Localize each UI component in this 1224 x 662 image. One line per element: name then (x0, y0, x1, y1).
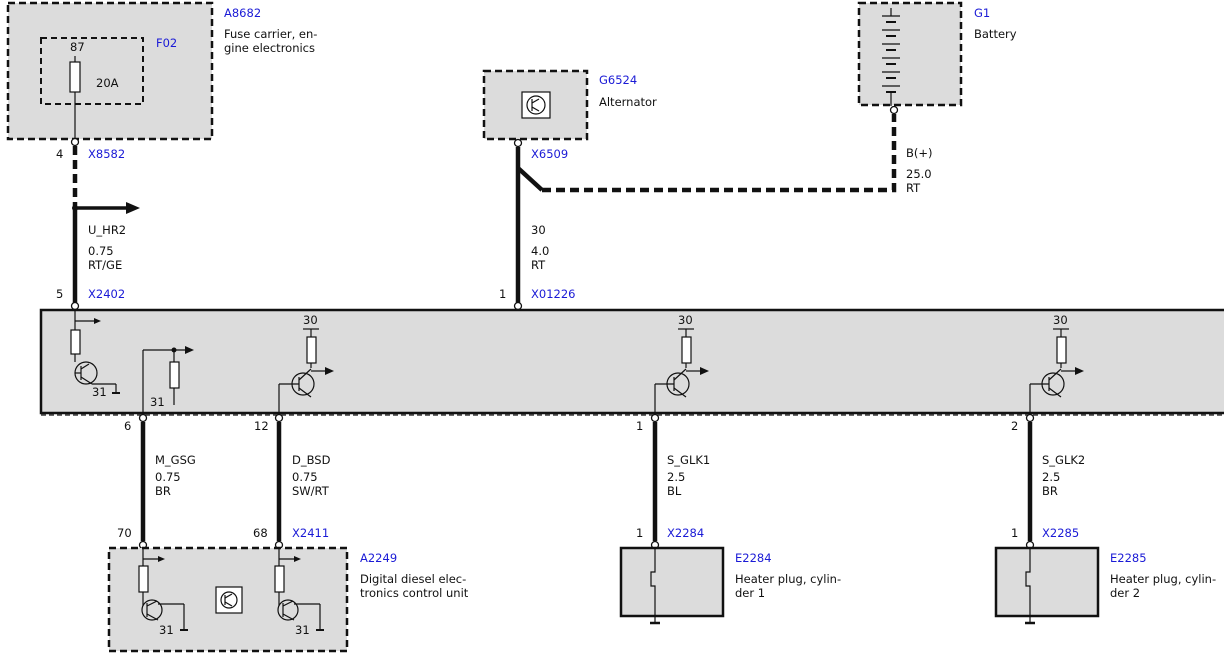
heater-plug-icon (650, 549, 660, 625)
e2284-desc-1: Heater plug, cylin- (735, 572, 841, 586)
x2285-id: X2285 (1042, 526, 1079, 540)
m-gsg-size: 0.75 (155, 470, 181, 484)
battery-icon (882, 8, 900, 106)
w30-color: RT (531, 258, 546, 272)
fuse-rating: 20A (96, 76, 119, 90)
term-30-label: 30 (303, 313, 318, 327)
connector-pin[interactable] (889, 105, 899, 115)
fuse-carrier-desc-1: Fuse carrier, en- (224, 27, 317, 41)
a2249-desc-1: Digital diesel elec- (360, 572, 466, 586)
x2402-pin: 5 (56, 287, 63, 301)
a2249-id: A2249 (360, 551, 397, 565)
u-hr2-signal: U_HR2 (88, 223, 126, 237)
wire-arrow-icon (126, 202, 140, 214)
m-gsg-signal: M_GSG (155, 453, 196, 467)
alternator-id: G6524 (599, 73, 637, 87)
a2249-desc-2: tronics control unit (360, 586, 469, 600)
ground-31-label: 31 (159, 623, 174, 637)
ground-31-label: 31 (92, 385, 107, 399)
connector-pin[interactable] (513, 138, 523, 148)
connector-pin[interactable] (513, 301, 523, 311)
module-pin-6: 6 (124, 419, 131, 433)
x8582-id: X8582 (88, 147, 125, 161)
fuse-symbol (69, 61, 81, 93)
ground-31-label: 31 (295, 623, 310, 637)
m-gsg-color: BR (155, 484, 171, 498)
output-stage-s-glk1: 30 (654, 313, 709, 418)
s-glk1-signal: S_GLK1 (667, 453, 710, 467)
e2285-desc-2: der 2 (1110, 586, 1140, 600)
d-bsd-signal: D_BSD (292, 453, 331, 467)
x6509-id: X6509 (531, 147, 568, 161)
connector-pin[interactable] (138, 413, 148, 423)
x8582-pin: 4 (56, 147, 63, 161)
d-bsd-size: 0.75 (292, 470, 318, 484)
e2285-desc-1: Heater plug, cylin- (1110, 572, 1216, 586)
heater-plug-2-box[interactable] (994, 546, 1100, 618)
term-30-label: 30 (678, 313, 693, 327)
battery-box[interactable] (857, 1, 963, 107)
x01226-pin: 1 (499, 287, 506, 301)
connector-pin[interactable] (1025, 413, 1035, 423)
e2285-id: E2285 (1110, 551, 1147, 565)
s-glk2-size: 2.5 (1042, 470, 1060, 484)
term-30-label: 30 (1053, 313, 1068, 327)
battery-id: G1 (974, 6, 990, 20)
x2285-pin: 1 (1011, 526, 1018, 540)
module-pin-12: 12 (254, 419, 269, 433)
control-module-box[interactable] (39, 308, 1224, 415)
wire-b-plus[interactable] (542, 114, 897, 193)
fuse-f02-box (40, 37, 144, 105)
x2411-pin-left: 70 (117, 526, 132, 540)
fuse-carrier-id: A8682 (224, 6, 261, 20)
ground-31-label: 31 (150, 395, 165, 409)
e2284-id: E2284 (735, 551, 772, 565)
fuse-id: F02 (156, 36, 177, 50)
a2249-stage-right: 31 (274, 549, 324, 637)
connector-pin[interactable] (650, 413, 660, 423)
fuse-pin-label: 87 (70, 40, 85, 54)
d-bsd-color: SW/RT (292, 484, 330, 498)
heater-plug-icon (1025, 549, 1035, 625)
heater-plug-1-box[interactable] (619, 546, 725, 618)
alternator-desc: Alternator (599, 95, 657, 109)
fuse-carrier-box[interactable] (6, 1, 214, 141)
a2249-stage-left: 31 (138, 549, 188, 637)
w30-size: 4.0 (531, 244, 549, 258)
connector-pin[interactable] (70, 301, 80, 311)
u-hr2-size: 0.75 (88, 244, 114, 258)
s-glk1-size: 2.5 (667, 470, 685, 484)
s-glk1-color: BL (667, 484, 682, 498)
s-glk2-color: BR (1042, 484, 1058, 498)
connector-pin[interactable] (274, 413, 284, 423)
bplus-size: 25.0 (906, 167, 932, 181)
module-pin-1: 1 (636, 419, 643, 433)
u-hr2-color: RT/GE (88, 258, 122, 272)
control-unit-icon (215, 586, 243, 614)
output-stage-d-bsd: 30 (278, 313, 334, 418)
x2284-id: X2284 (667, 526, 704, 540)
input-stage-u-hr2: 31 (70, 309, 120, 399)
x2411-pin-right: 68 (253, 526, 268, 540)
battery-desc: Battery (974, 27, 1017, 41)
s-glk2-signal: S_GLK2 (1042, 453, 1085, 467)
output-stage-s-glk2: 30 (1029, 313, 1084, 418)
ground-stage-m-gsg: 31 (142, 346, 194, 418)
module-pin-2: 2 (1011, 419, 1018, 433)
x01226-id: X01226 (531, 287, 575, 301)
e2284-desc-2: der 1 (735, 586, 765, 600)
w30-signal: 30 (531, 223, 546, 237)
x2284-pin: 1 (636, 526, 643, 540)
fuse-carrier-desc-2: gine electronics (224, 41, 315, 55)
x2402-id: X2402 (88, 287, 125, 301)
bplus-color: RT (906, 181, 921, 195)
x2411-id: X2411 (292, 526, 329, 540)
connector-pin[interactable] (70, 137, 80, 147)
bplus-signal: B(+) (906, 146, 933, 160)
